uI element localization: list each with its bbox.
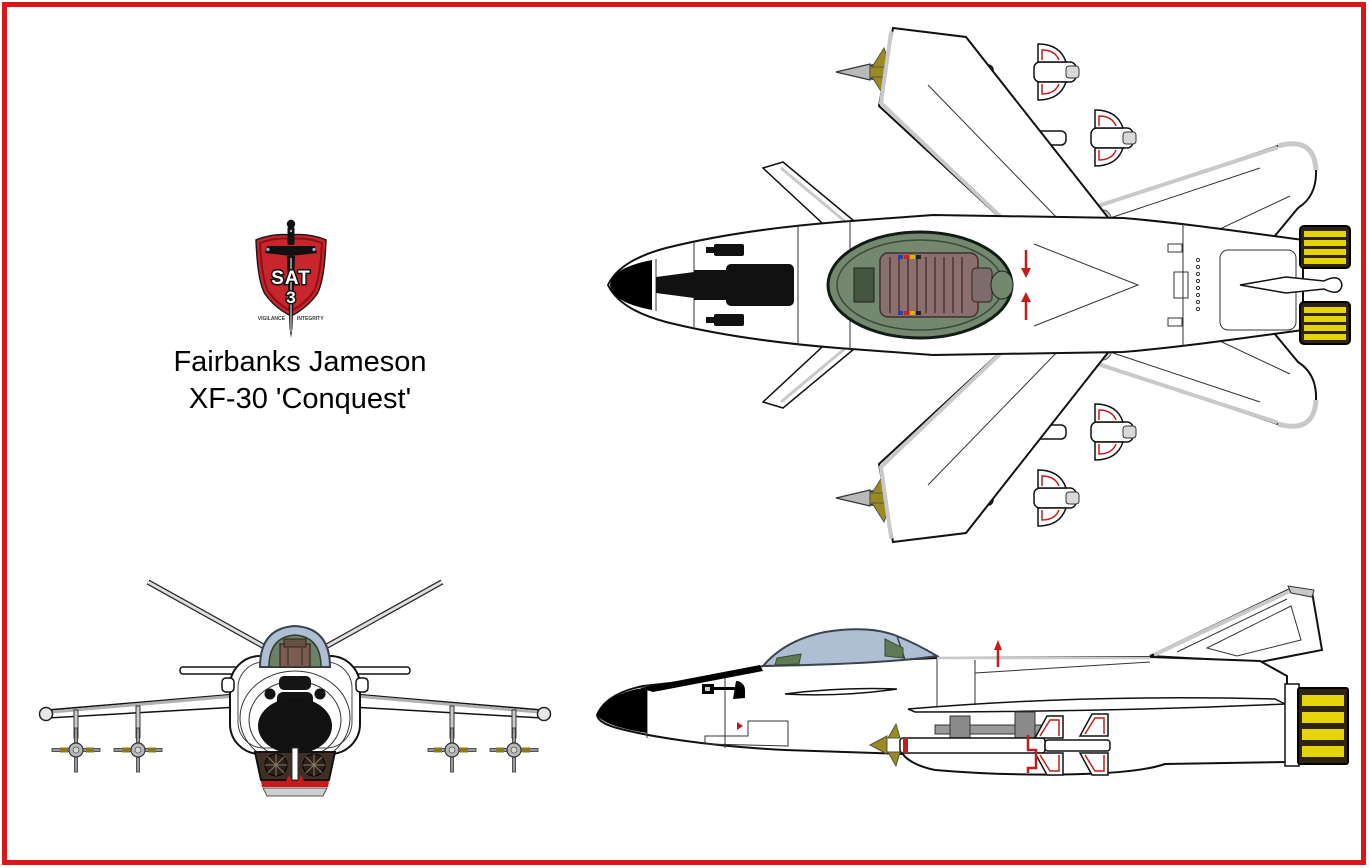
emblem-number-text: 3 [286,288,295,307]
vtail-front [146,579,444,649]
aircraft-model: XF-30 'Conquest' [188,383,412,415]
front-view [38,579,552,797]
side-gun-detail [702,681,745,699]
top-view [606,26,1351,558]
aircraft-manufacturer: Fairbanks Jameson [173,346,427,378]
aircraft-title: Fairbanks Jameson XF-30 'Conquest' [135,344,465,418]
gear-door-outline [704,720,789,747]
fan-left [264,753,288,777]
belly-missile [868,713,1111,776]
sword-icon [265,219,317,338]
side-view-fuselage [595,655,1288,776]
ejection-seat [879,252,979,318]
emblem-motto-left: VIGILANCE [258,316,286,322]
side-nose-black [597,665,763,733]
exhaust-nozzles-top [1239,225,1351,345]
wingtip-pod [38,706,54,722]
radome-black-tip [610,260,652,310]
missile-tail-fins-inner [1090,109,1137,167]
exhaust-side [1284,683,1349,767]
squadron-emblem: SAT 3 VIGILANCE INTEGRITY [255,219,327,338]
nose-cannon [656,244,794,326]
missile-front-outer [51,727,101,773]
tail-fin [1149,585,1324,664]
tail-stinger [1239,276,1343,294]
ejection-arrows [1021,250,1031,320]
red-stripe [261,781,329,787]
fan-right [302,753,326,777]
emblem-unit-text: SAT [271,268,311,289]
zipper-detail [1195,257,1201,312]
emblem-motto-right: INTEGRITY [297,316,324,322]
canopy-front [258,624,332,668]
cockpit-canopy-top [826,230,1014,340]
front-view-right-wing-group [350,665,552,774]
lower-intake [253,747,337,797]
canard-front [179,666,239,675]
missile-tail-fins-outer [1033,43,1080,101]
front-view-left-wing-group [38,666,239,773]
side-red-markings [737,640,1038,773]
cockpit-detail-lights [898,255,921,315]
instrument-console [853,267,875,303]
intake-cluster [239,670,351,766]
missile-front-inner [113,727,163,773]
main-intake [258,698,332,754]
canopy-side [760,628,940,668]
headrest [884,638,904,659]
side-view [595,585,1349,776]
canard-edge-on [784,687,898,696]
